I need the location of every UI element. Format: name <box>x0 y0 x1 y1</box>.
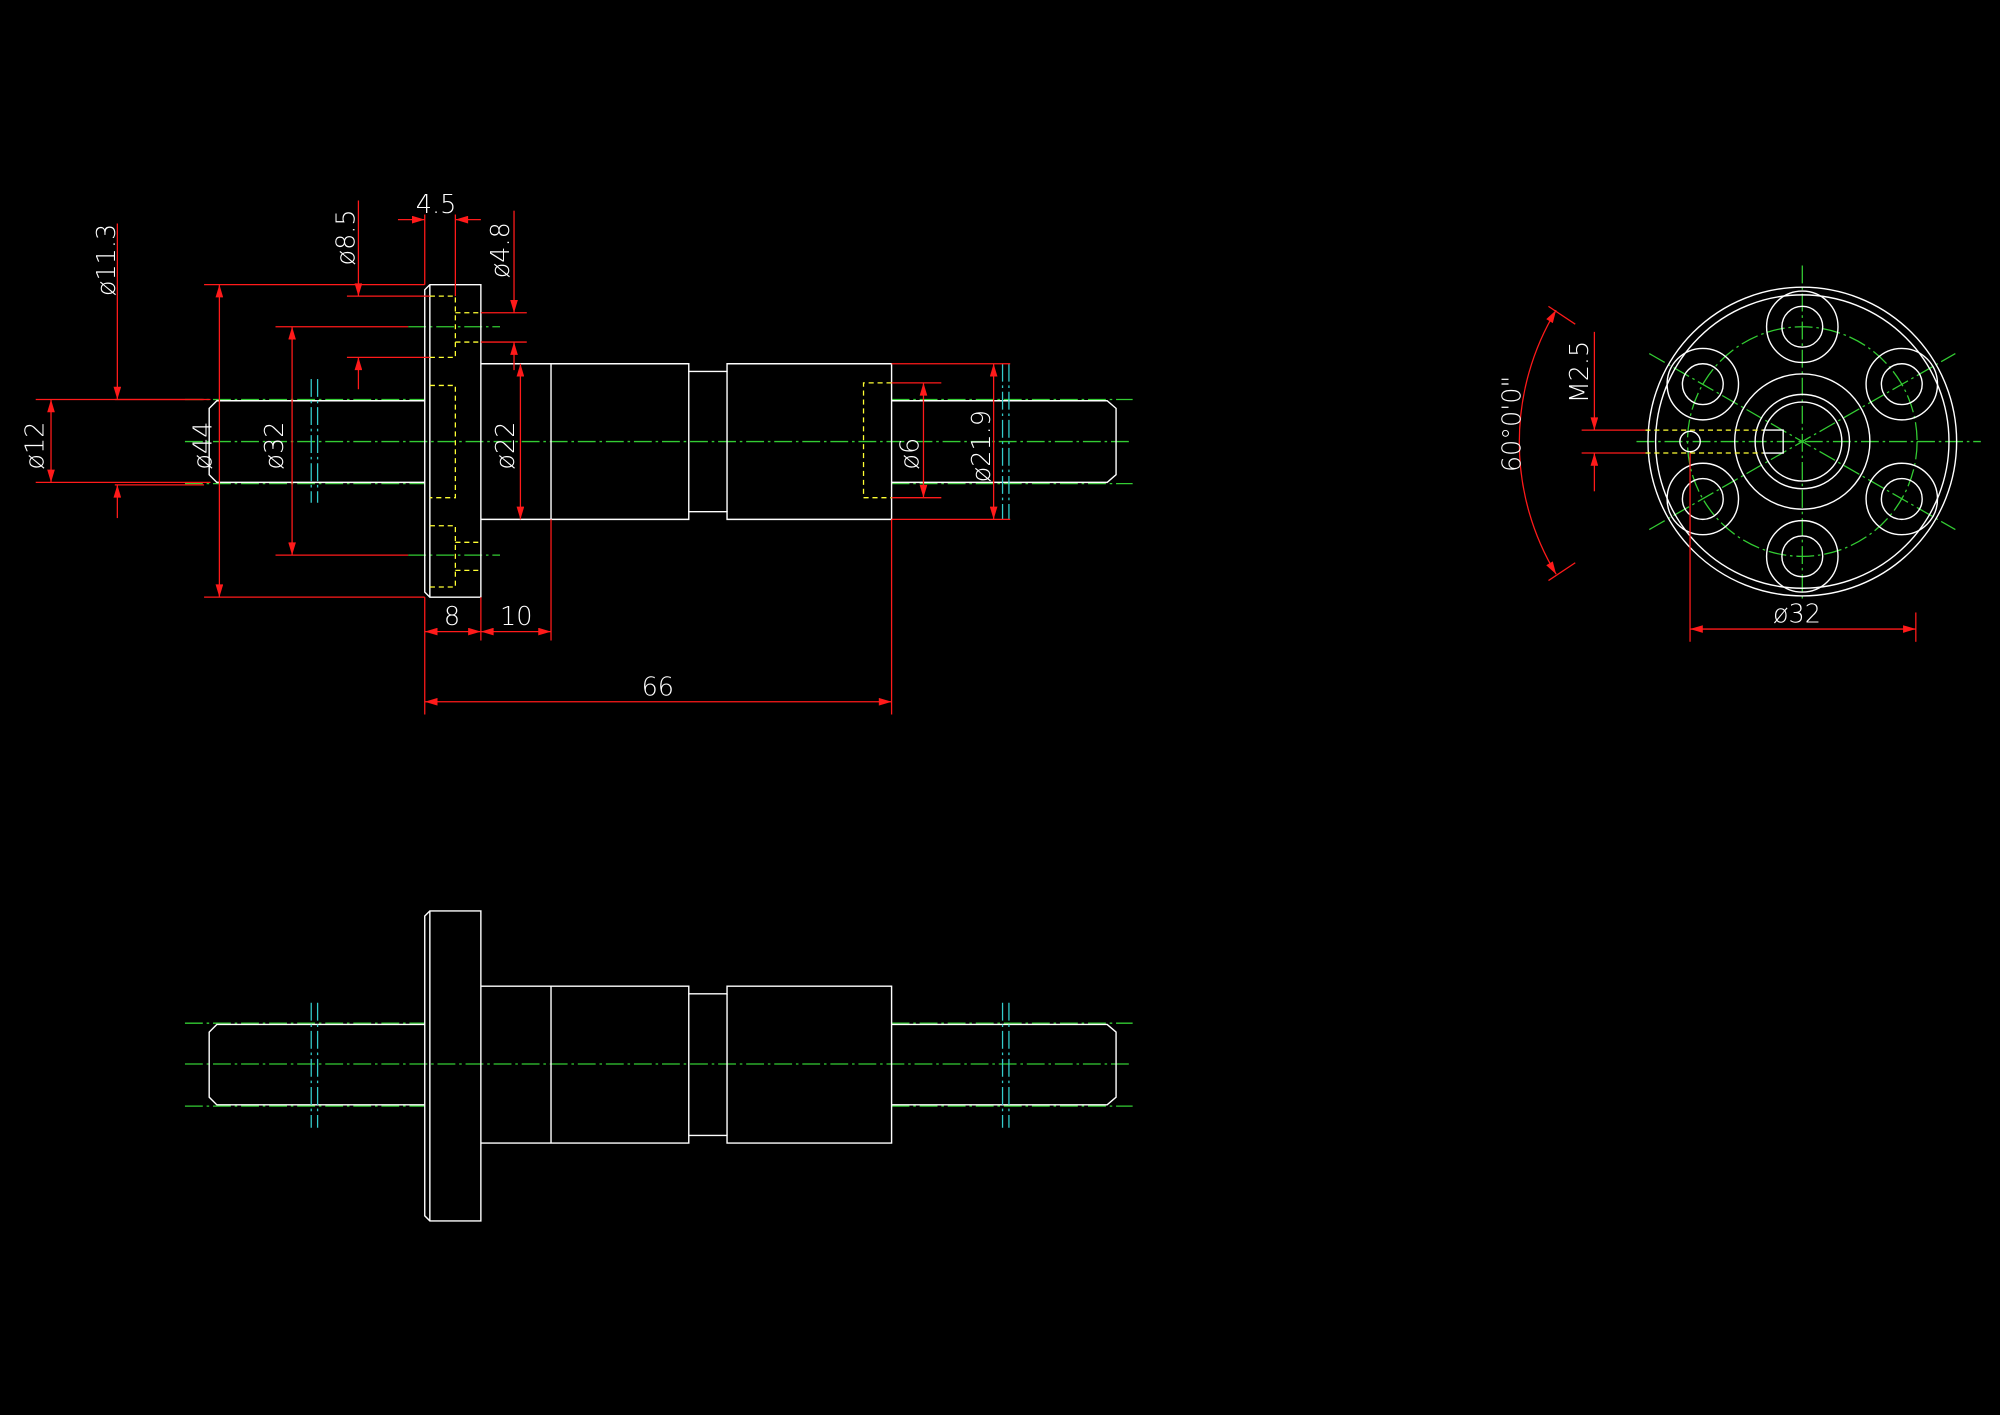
dim-l10: 10 <box>500 602 532 632</box>
bolt-holes <box>1666 290 1939 593</box>
side-view <box>184 910 1133 1222</box>
dim-pcd: ø32 <box>1773 600 1821 630</box>
dim-d4-8: ø4.8 <box>486 222 516 278</box>
part-outline <box>208 283 1117 598</box>
centerlines <box>184 326 1133 556</box>
hidden-lines <box>429 295 892 588</box>
dim-d12: ø12 <box>20 422 50 470</box>
dimensions: ø12 ø11.3 ø44 ø32 ø8.5 4.5 ø4.8 ø22 <box>20 190 1011 715</box>
dim-d8-5: ø8.5 <box>332 209 362 265</box>
dim-d6: ø6 <box>895 438 925 470</box>
dim-l8: 8 <box>444 602 460 632</box>
break-marks <box>310 363 1010 520</box>
dim-d32: ø32 <box>260 422 290 470</box>
end-view: M2.5 60°0'0" ø32 <box>1497 265 1981 642</box>
dim-m2-5: M2.5 <box>1565 341 1595 404</box>
dim-d21-9: ø21.9 <box>967 410 997 482</box>
dim-d44: ø44 <box>189 422 219 470</box>
dim-d22: ø22 <box>491 422 521 470</box>
dim-d11-3: ø11.3 <box>92 224 122 296</box>
dim-l66: 66 <box>642 672 674 702</box>
front-view: ø12 ø11.3 ø44 ø32 ø8.5 4.5 ø4.8 ø22 <box>20 190 1133 715</box>
dim-w4-5: 4.5 <box>416 190 457 220</box>
dim-angle: 60°0'0" <box>1497 376 1527 472</box>
